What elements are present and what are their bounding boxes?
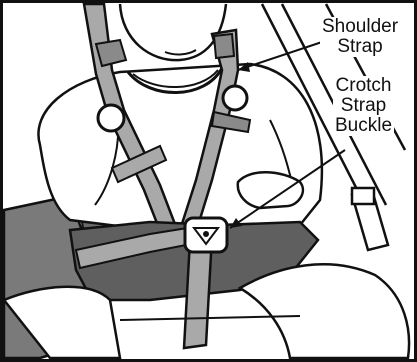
crotch-strap-buckle-label: Crotch Strap Buckle xyxy=(333,76,394,136)
label-line: Strap xyxy=(335,96,392,116)
label-line: Buckle xyxy=(335,116,392,136)
label-line: Shoulder xyxy=(322,17,398,37)
label-line: Crotch xyxy=(335,76,392,96)
label-line: Strap xyxy=(322,37,398,57)
child-hand xyxy=(238,172,303,208)
shoulder-strap-label: Shoulder Strap xyxy=(320,17,400,57)
crotch-strap-buckle xyxy=(185,218,227,252)
